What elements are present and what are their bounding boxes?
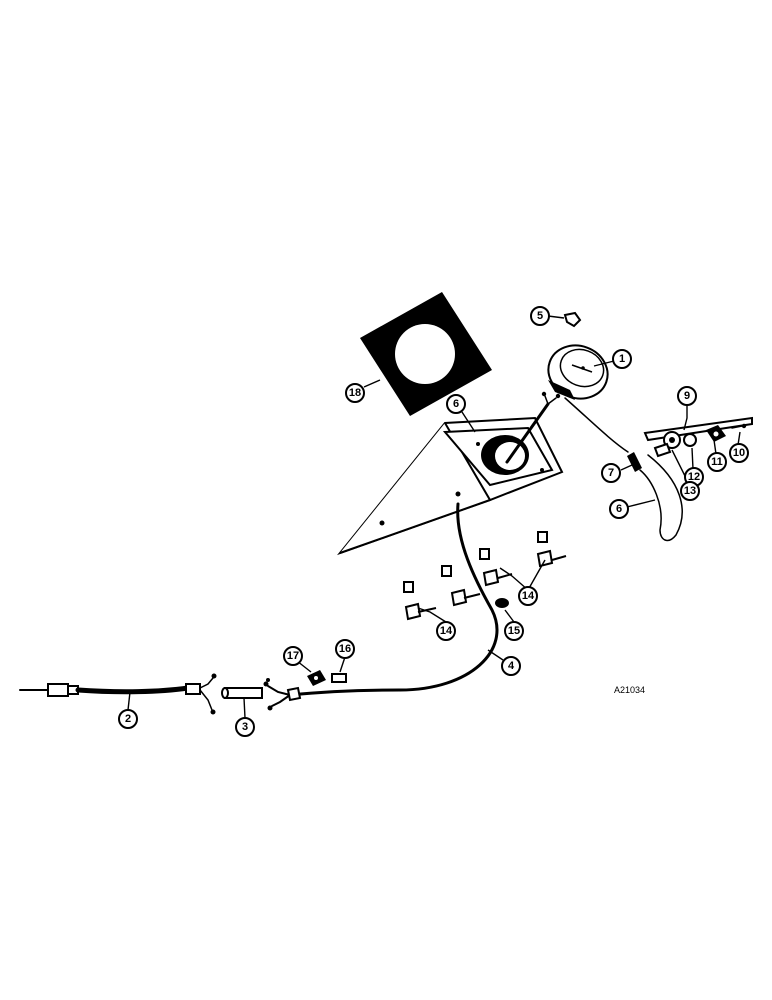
callout-11: 11 [707,452,727,472]
callout-6-wire: 6 [609,499,629,519]
callout-17: 17 [283,646,303,666]
callout-7: 7 [601,463,621,483]
svg-text:6: 6 [616,503,622,515]
svg-text:4: 4 [508,660,515,672]
svg-text:7: 7 [608,467,614,479]
svg-text:17: 17 [287,650,299,662]
sleeve-part-3 [221,678,270,699]
clips-part-14 [403,531,567,621]
callout-15: 15 [504,621,524,641]
svg-text:13: 13 [684,485,696,497]
svg-text:15: 15 [508,625,520,637]
svg-text:14: 14 [440,625,453,637]
callout-14-right: 14 [518,586,538,606]
callout-13: 13 [680,481,700,501]
callout-18: 18 [345,383,365,403]
callout-10: 10 [729,443,749,463]
leader-lines [127,315,741,719]
gasket-part-18 [360,292,492,416]
callout-1: 1 [612,349,632,369]
svg-text:9: 9 [684,390,690,402]
callout-5: 5 [530,306,550,326]
svg-text:10: 10 [733,447,745,459]
svg-text:18: 18 [349,387,361,399]
svg-text:3: 3 [242,721,248,733]
svg-text:2: 2 [125,713,131,725]
sleeve-part-16 [331,673,347,683]
gauge-part-1 [547,344,609,400]
callout-3: 3 [235,717,255,737]
callout-4: 4 [501,656,521,676]
callout-6-bracket: 6 [446,394,466,414]
svg-text:5: 5 [537,310,543,322]
bulb-part-5 [563,311,582,328]
grommet-part-15 [495,598,509,608]
panel-bracket-part-6 [337,416,564,556]
reference-code: A21034 [614,685,645,695]
callout-2: 2 [118,709,138,729]
socket-part-7 [627,452,642,472]
svg-text:14: 14 [522,590,535,602]
callout-16: 16 [335,639,355,659]
svg-text:11: 11 [711,456,723,468]
callout-14-left: 14 [436,621,456,641]
clip-part-17 [307,670,326,686]
svg-text:1: 1 [619,353,625,365]
callout-9: 9 [677,386,697,406]
svg-text:6: 6 [453,398,459,410]
svg-text:12: 12 [688,471,700,483]
sender-part-2 [19,673,217,715]
svg-text:16: 16 [339,643,351,655]
lamp-bracket-part-9 [643,416,753,458]
